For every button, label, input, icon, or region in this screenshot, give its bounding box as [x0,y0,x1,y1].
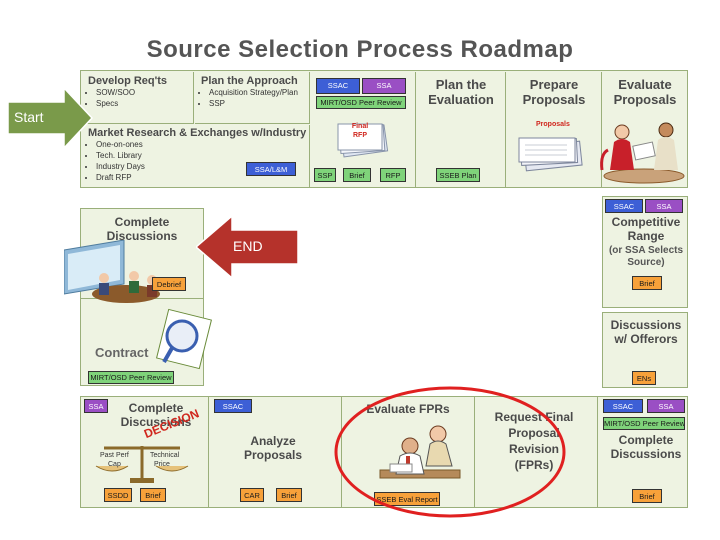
list-item: Tech. Library [96,150,309,161]
list-item: SSP [209,98,309,109]
page-title: Source Selection Process Roadmap [146,36,574,63]
plan-approach-list: Acquisition Strategy/Plan SSP [195,87,309,109]
request-fprs-title: Request Final Proposal Revision (FPRs) [494,410,574,472]
discussions-offerors-title: Discussions w/ Offerors [610,318,682,346]
ssa-lm-tag: SSA/L&M [246,162,296,176]
final-rfp-label: Final RFP [351,123,369,139]
rfp-approval-section [311,72,416,187]
list-item: SOW/SOO [96,87,193,98]
technical-label: Technical [150,452,180,459]
start-label: Start [14,109,44,125]
plan-evaluation-section: Plan the Evaluation [417,72,506,187]
develop-reqts-title: Develop Req'ts [88,75,168,87]
end-label: END [233,238,263,254]
market-research-list: One-on-ones Tech. Library Industry Days … [82,139,309,183]
plan-approach-title: Plan the Approach [201,75,298,87]
brief-tag: Brief [343,168,371,182]
ssac-tag: SSAC [316,78,360,94]
decision-section [81,397,209,507]
market-research-section: Market Research & Exchanges w/Industry O… [82,125,310,187]
bottom-right-ssa-tag: SSA [647,399,685,413]
decision-brief-tag: Brief [140,488,166,502]
bottom-right-brief-tag: Brief [632,489,662,503]
analyze-proposals-title: Analyze Proposals [243,434,303,462]
right-brief-tag: Brief [632,276,662,290]
ssa-tag: SSA [362,78,406,94]
evaluate-fprs-title: Evaluate FPRs [366,402,450,416]
develop-reqts-section: Develop Req'ts SOW/SOO Specs [82,72,194,124]
request-fprs-section [476,397,598,507]
plan-evaluation-title: Plan the Evaluation [428,77,494,107]
ssdd-tag: SSDD [104,488,132,502]
sseb-eval-report-tag: SSEB Eval Report [374,492,440,506]
list-item: Specs [96,98,193,109]
evaluate-fprs-section [343,397,475,507]
market-research-title: Market Research & Exchanges w/Industry [88,127,307,139]
left-peer-review-tag: MIRT/OSD Peer Review [88,371,174,384]
car-tag: CAR [240,488,264,502]
bottom-right-complete-discussions-title: Complete Discussions [610,433,682,461]
list-item: Draft RFP [96,172,309,183]
final-rfp-icon [337,123,389,158]
proposals-label: Proposals [536,121,570,128]
highlight-circle [334,386,566,518]
debrief-tag: Debrief [152,277,186,291]
bottom-right-peer-review-tag: MIRT/OSD Peer Review [603,417,685,430]
bottom-right-ssac-tag: SSAC [603,399,643,413]
rfp-tag: RFP [380,168,406,182]
start-arrow-icon [8,88,94,148]
ens-tag: ENs [632,371,656,385]
prepare-proposals-section: Prepare Proposals [507,72,602,187]
peer-review-tag: MIRT/OSD Peer Review [316,96,406,109]
sseb-plan-tag: SSEB Plan [436,168,480,182]
reviewers-illustration [379,425,461,479]
contract-title: Contract [95,345,149,360]
competitive-range-title: Competitive Range [611,215,681,243]
left-complete-discussions-title: Complete Discussions [106,215,178,243]
develop-reqts-list: SOW/SOO Specs [82,87,193,109]
meeting-illustration [64,240,160,303]
right-ssa-tag: SSA [645,199,683,213]
proposal-stack-icon [518,137,583,172]
bottom-ssa-tag: SSA [84,399,108,413]
list-item: Industry Days [96,161,309,172]
evaluators-illustration [600,122,685,184]
list-item: Acquisition Strategy/Plan [209,87,309,98]
past-perf-label: Past Perf [100,452,129,459]
contract-seal-icon [155,308,213,370]
analyze-brief-tag: Brief [276,488,302,502]
price-label: Price [154,461,170,468]
scale-balance-icon [95,446,189,483]
right-ssac-tag: SSAC [605,199,643,213]
analyze-ssac-tag: SSAC [214,399,252,413]
analyze-proposals-section [210,397,342,507]
cap-label: Cap [108,461,121,468]
evaluate-proposals-section: Evaluate Proposals [603,72,687,187]
plan-approach-section: Plan the Approach Acquisition Strategy/P… [195,72,310,124]
decision-complete-discussions-title: Complete Discussions [120,401,192,429]
bottom-row-panel [80,396,688,508]
competitive-range-subtitle: (or SSA Selects Source) [608,245,684,268]
prepare-proposals-title: Prepare Proposals [522,77,586,107]
list-item: One-on-ones [96,139,309,150]
ssp-tag: SSP [314,168,336,182]
end-arrow-icon [196,216,299,278]
evaluate-proposals-title: Evaluate Proposals [613,77,677,107]
